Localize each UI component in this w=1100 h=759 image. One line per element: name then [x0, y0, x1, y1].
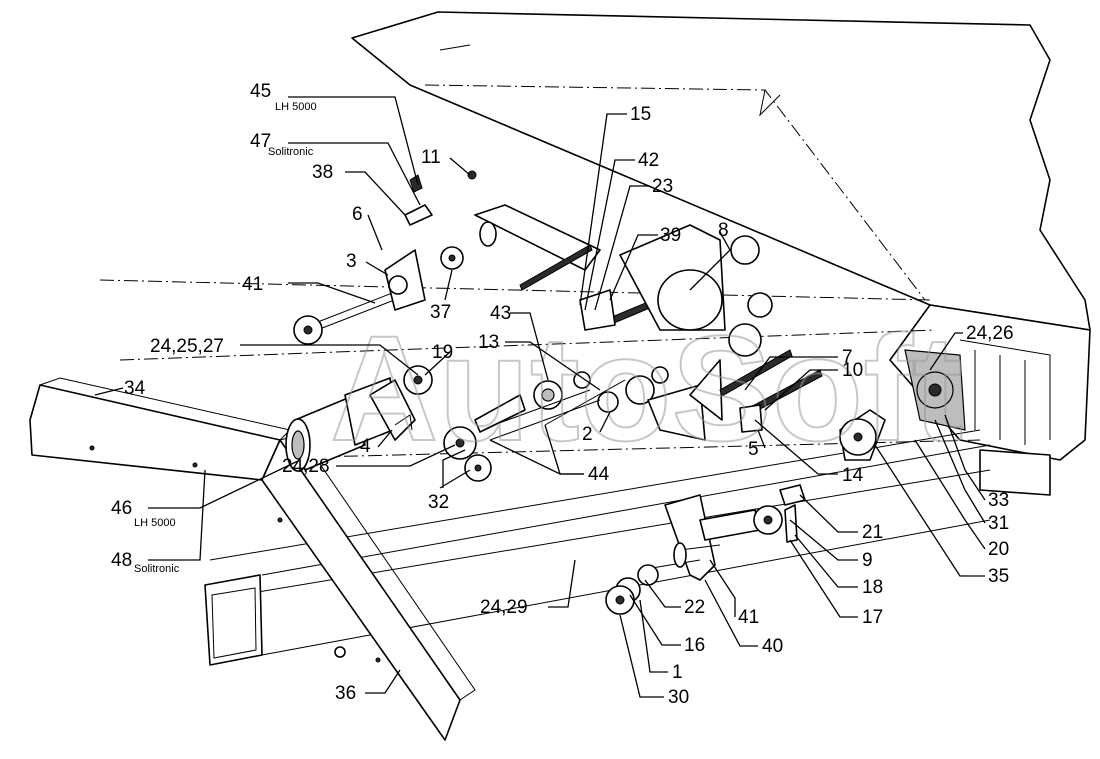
callout-17: 17 [862, 607, 883, 628]
callout-5: 5 [748, 439, 759, 460]
callout-7: 7 [842, 347, 853, 368]
callout-45: 45 [250, 81, 271, 102]
callout-46-note: LH 5000 [134, 517, 176, 529]
callout-4: 4 [360, 436, 371, 457]
callout-34: 34 [124, 378, 146, 399]
callout-45-note: LH 5000 [275, 101, 317, 113]
watermark: AutoSoft [330, 304, 963, 472]
callout-48-note: Solitronic [134, 563, 180, 575]
callout-46: 46 [111, 498, 132, 519]
callout-24-26: 24,26 [966, 323, 1014, 344]
callout-38: 38 [312, 162, 333, 183]
callout-24-29: 24,29 [480, 597, 528, 618]
side-housing [889, 304, 1091, 496]
sprocket-group-left [403, 365, 526, 482]
callout-36: 36 [335, 683, 356, 704]
callout-48: 48 [111, 550, 132, 571]
callout-24-28: 24,28 [282, 456, 330, 477]
callout-23: 23 [652, 176, 673, 197]
callout-1: 1 [672, 662, 683, 683]
callout-32: 32 [428, 492, 449, 513]
callout-47: 47 [250, 131, 271, 152]
callout-31: 31 [988, 513, 1009, 534]
callout-30: 30 [668, 687, 689, 708]
callout-40: 40 [762, 636, 783, 657]
callout-15: 15 [630, 104, 651, 125]
callout-10: 10 [842, 360, 863, 381]
callout-19: 19 [432, 342, 453, 363]
callout-14: 14 [842, 465, 864, 486]
callout-39: 39 [660, 225, 681, 246]
callout-20: 20 [988, 539, 1009, 560]
callout-9: 9 [862, 550, 873, 571]
callout-44: 44 [588, 464, 610, 485]
callout-37: 37 [430, 302, 451, 323]
leader-lines [94, 96, 986, 698]
motor [285, 377, 416, 472]
upper-shaft [293, 170, 477, 345]
callout-41-upper: 41 [242, 274, 263, 295]
callout-8: 8 [718, 220, 729, 241]
callout-18: 18 [862, 577, 883, 598]
callout-35: 35 [988, 566, 1009, 587]
callout-47-note: Solitronic [268, 146, 314, 158]
callout-16: 16 [684, 635, 705, 656]
callout-3: 3 [346, 251, 357, 272]
callout-33: 33 [988, 490, 1009, 511]
callout-labels: 45 LH 5000 47 Solitronic 38 11 6 3 41 37… [111, 81, 1014, 708]
callout-2: 2 [582, 424, 593, 445]
callout-22: 22 [684, 597, 705, 618]
lower-bracket [605, 484, 806, 615]
callout-21: 21 [862, 522, 883, 543]
callout-41-lower: 41 [738, 607, 759, 628]
callout-13: 13 [478, 332, 499, 353]
callout-6: 6 [352, 204, 363, 225]
callout-11: 11 [421, 147, 441, 168]
callout-24-25-27: 24,25,27 [150, 336, 224, 357]
callout-42: 42 [638, 150, 659, 171]
right-disc [839, 409, 886, 461]
callout-43: 43 [490, 303, 511, 324]
